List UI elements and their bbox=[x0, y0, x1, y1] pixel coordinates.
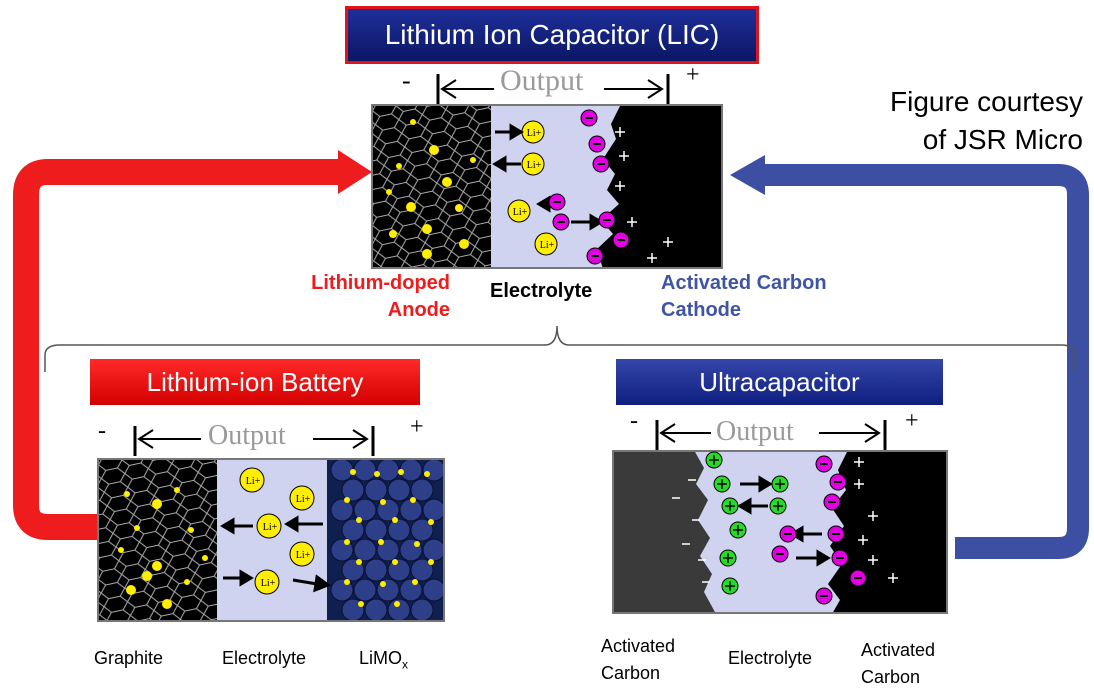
ultracap-right-label-2: Carbon bbox=[861, 667, 921, 687]
red-arrow bbox=[13, 159, 340, 540]
credit-line2: of JSR Micro bbox=[922, 124, 1083, 155]
lic-cathode bbox=[597, 104, 723, 269]
blue-arrowhead bbox=[730, 155, 765, 195]
ultracap-cell bbox=[612, 450, 948, 614]
battery-li-ion-text: Li+ bbox=[261, 578, 276, 589]
battery-plus-sign: + bbox=[410, 414, 424, 440]
ultracap-right-carbon bbox=[828, 450, 948, 614]
battery-limox-subscript: x bbox=[402, 657, 409, 672]
lic-li-ion-text: Li+ bbox=[513, 207, 528, 218]
ultracap-left-label-1: Activated bbox=[601, 636, 676, 656]
battery-limox-label: LiMOx bbox=[359, 648, 409, 672]
battery-li-ions bbox=[239, 467, 315, 595]
battery-title: Lithium-ion Battery bbox=[90, 359, 420, 405]
brace bbox=[44, 325, 1075, 372]
red-arrowhead bbox=[338, 150, 372, 194]
battery-li-ion-text: Li+ bbox=[263, 522, 278, 533]
ultracap-left-carbon bbox=[612, 450, 716, 614]
ultracap-right-label-1: Activated bbox=[861, 640, 936, 660]
ultracap-plus-sign: + bbox=[905, 408, 919, 434]
battery-anode-li-dots bbox=[118, 487, 208, 609]
battery-li-ion-text: Li+ bbox=[296, 494, 311, 505]
credit-line1: Figure courtesy bbox=[890, 86, 1083, 117]
lic-title: Lithium Ion Capacitor (LIC) bbox=[345, 6, 759, 64]
lic-minus-sign: - bbox=[402, 66, 411, 95]
ultracap-output-arrow bbox=[655, 420, 887, 450]
ultracap-output-label: Output bbox=[716, 416, 794, 447]
ultracap-title: Ultracapacitor bbox=[616, 359, 943, 405]
lic-plus-sign: + bbox=[686, 62, 700, 88]
battery-minus-sign: - bbox=[98, 418, 106, 444]
ultracap-minus-sign: - bbox=[630, 408, 638, 434]
ultracap-electrolyte-label: Electrolyte bbox=[728, 648, 813, 668]
lic-electrolyte-label: Electrolyte bbox=[490, 280, 593, 302]
lic-li-ion-text: Li+ bbox=[527, 128, 542, 139]
battery-cell: Li+ Li+ Li+ Li+ Li+ bbox=[97, 458, 445, 622]
lic-anode-li-dots bbox=[386, 119, 476, 259]
lic-cathode-label-1: Activated Carbon bbox=[661, 272, 827, 294]
lic-li-ion-text: Li+ bbox=[540, 240, 555, 251]
lic-output-arrow bbox=[436, 74, 670, 104]
battery-output-label: Output bbox=[208, 420, 286, 451]
battery-graphite-label: Graphite bbox=[94, 648, 164, 668]
battery-li-ion-text: Li+ bbox=[296, 550, 311, 561]
battery-electrolyte-label: Electrolyte bbox=[222, 648, 307, 668]
lic-cell: Li+ Li+ Li+ Li+ bbox=[371, 104, 723, 269]
lic-li-ions bbox=[507, 120, 558, 256]
lic-anode-label-1: Lithium-doped bbox=[311, 272, 450, 294]
battery-li-ion-labels: Li+ Li+ Li+ Li+ Li+ bbox=[246, 476, 311, 589]
lic-output-label: Output bbox=[500, 64, 584, 97]
ultracap-left-label-2: Carbon bbox=[601, 663, 661, 683]
battery-output-arrow bbox=[133, 426, 375, 456]
lic-li-ion-text: Li+ bbox=[527, 160, 542, 171]
blue-arrow bbox=[763, 164, 1089, 559]
lic-anode-label-2: Anode bbox=[387, 299, 450, 321]
lic-li-ion-labels: Li+ Li+ Li+ Li+ bbox=[513, 128, 555, 251]
battery-li-ion-text: Li+ bbox=[246, 476, 261, 487]
lic-cathode-label-2: Cathode bbox=[661, 299, 741, 321]
